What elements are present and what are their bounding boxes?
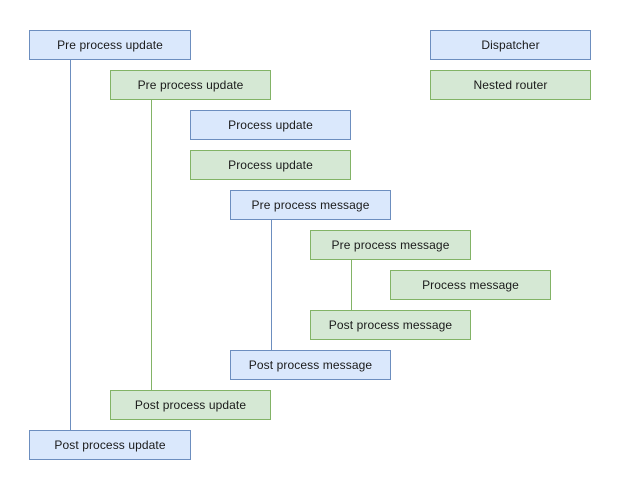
node-n5[interactable]: Pre process message bbox=[230, 190, 391, 220]
legend-item-label: Dispatcher bbox=[481, 38, 540, 52]
node-label: Pre process message bbox=[251, 198, 370, 212]
legend-item-l1[interactable]: Dispatcher bbox=[430, 30, 591, 60]
node-label: Process message bbox=[422, 278, 519, 292]
legend-item-l2[interactable]: Nested router bbox=[430, 70, 591, 100]
node-n2[interactable]: Pre process update bbox=[110, 70, 271, 100]
node-n11[interactable]: Post process update bbox=[29, 430, 191, 460]
node-n3[interactable]: Process update bbox=[190, 110, 351, 140]
node-n10[interactable]: Post process update bbox=[110, 390, 271, 420]
node-label: Pre process message bbox=[331, 238, 450, 252]
node-label: Pre process update bbox=[57, 38, 163, 52]
node-n7[interactable]: Process message bbox=[390, 270, 551, 300]
connector-line bbox=[151, 100, 152, 390]
node-label: Process update bbox=[228, 118, 313, 132]
node-label: Post process update bbox=[134, 398, 247, 412]
node-label: Post process message bbox=[328, 318, 453, 332]
node-label: Process update bbox=[228, 158, 313, 172]
node-n6[interactable]: Pre process message bbox=[310, 230, 471, 260]
node-label: Pre process update bbox=[137, 78, 244, 92]
node-label: Post process message bbox=[248, 358, 373, 372]
connector-line bbox=[70, 60, 71, 430]
connector-line bbox=[351, 260, 352, 310]
node-n4[interactable]: Process update bbox=[190, 150, 351, 180]
node-n1[interactable]: Pre process update bbox=[29, 30, 191, 60]
node-label: Post process update bbox=[54, 438, 166, 452]
node-n8[interactable]: Post process message bbox=[310, 310, 471, 340]
connector-line bbox=[271, 220, 272, 350]
legend-item-label: Nested router bbox=[473, 78, 548, 92]
node-n9[interactable]: Post process message bbox=[230, 350, 391, 380]
